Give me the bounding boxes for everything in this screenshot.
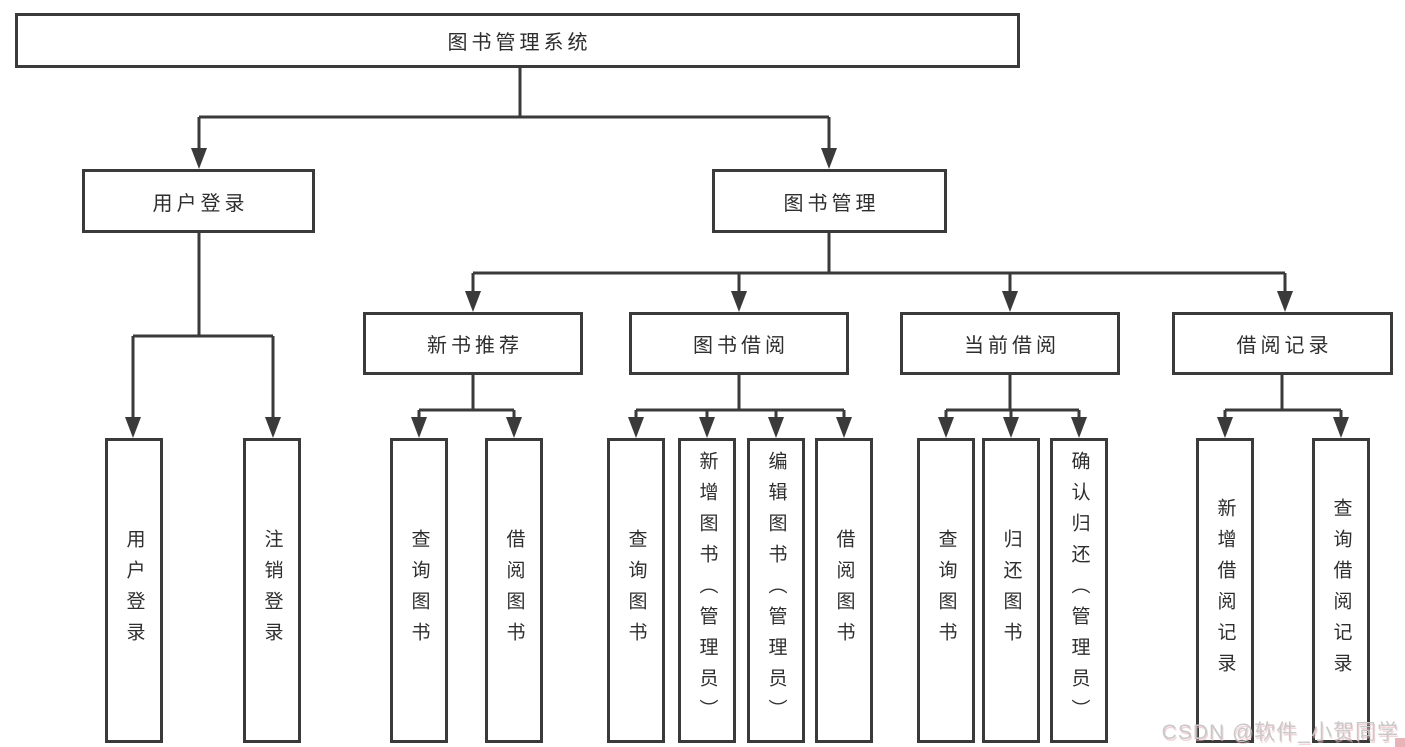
node-label: 注销登录 [261,528,283,653]
node-new-book-recommend: 新书推荐 [363,312,583,375]
node-label: 新书推荐 [427,335,523,357]
leaf-query-books-current: 查询图书 [917,438,975,743]
connector-book-borrow [634,375,846,420]
node-label: 查询图书 [935,528,957,653]
leaf-edit-books-admin: 编辑图书（管理员） [747,438,805,743]
leaf-logout: 注销登录 [243,438,301,743]
connector-current-borrow [944,375,1081,420]
leaf-user-login: 用户登录 [105,438,163,743]
node-label: 图书借阅 [693,335,789,357]
connector-user-login [131,233,275,420]
leaf-query-books-borrow: 查询图书 [607,438,665,743]
node-label: 新增借阅记录 [1214,497,1236,684]
leaf-return-books: 归还图书 [982,438,1040,743]
node-book-management: 图书管理 [712,169,947,233]
csdn-watermark: CSDN @软件_小贺同学 [1161,721,1399,744]
watermark-accent-block [1395,738,1405,747]
node-label: 图书管理 [783,192,880,215]
node-user-login: 用户登录 [82,169,315,233]
node-label: 编辑图书（管理员） [765,451,787,730]
connector-new-book-recommend [417,375,516,420]
node-label: 新增图书（管理员） [696,451,718,730]
node-root-library-management-system: 图书管理系统 [15,13,1020,68]
node-label: 查询借阅记录 [1330,497,1352,684]
node-label: 归还图书 [1000,528,1022,653]
arrowheads [125,148,1349,438]
node-book-borrow: 图书借阅 [629,312,849,375]
node-label: 用户登录 [152,192,249,215]
node-current-borrow: 当前借阅 [900,312,1120,375]
leaf-query-books-recommend: 查询图书 [390,438,448,743]
connector-borrow-records [1223,375,1343,420]
node-label: 借阅图书 [503,528,525,653]
leaf-add-books-admin: 新增图书（管理员） [678,438,736,743]
leaf-borrow-books-recommend: 借阅图书 [485,438,543,743]
node-label: 当前借阅 [964,335,1060,357]
connector-book-management [471,233,1287,294]
node-label: 用户登录 [123,528,145,653]
node-label: 借阅图书 [833,528,855,653]
node-label: 图书管理系统 [447,32,592,54]
leaf-confirm-return-admin: 确认归还（管理员） [1050,438,1108,743]
node-label: 确认归还（管理员） [1068,451,1090,730]
node-label: 查询图书 [625,528,647,653]
node-label: 查询图书 [408,528,430,653]
connector-root [197,68,831,150]
leaf-add-borrow-record: 新增借阅记录 [1196,438,1254,743]
leaf-query-borrow-record: 查询借阅记录 [1312,438,1370,743]
node-borrow-records: 借阅记录 [1172,312,1393,375]
node-label: 借阅记录 [1236,335,1333,357]
leaf-borrow-books: 借阅图书 [815,438,873,743]
